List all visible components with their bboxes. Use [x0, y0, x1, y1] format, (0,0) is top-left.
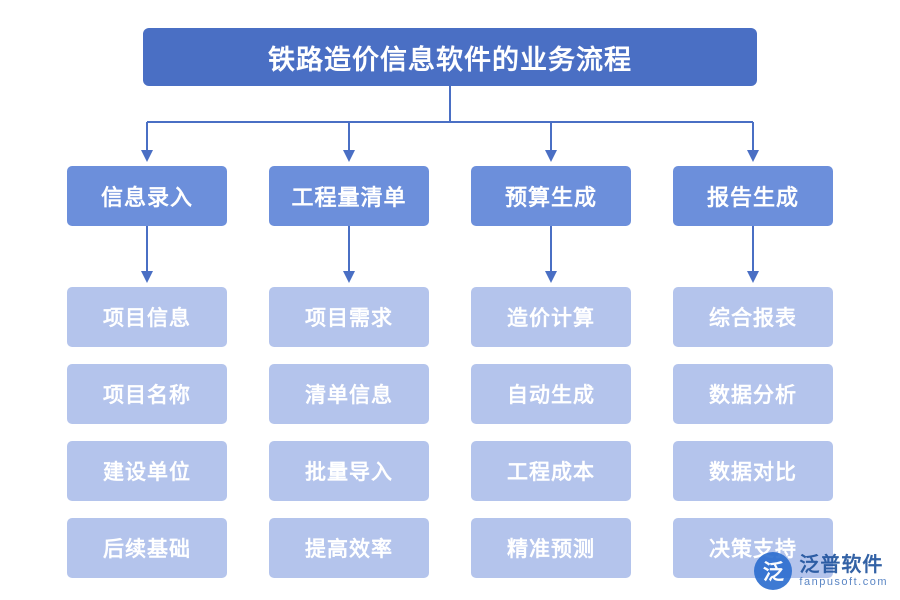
brand-logo-icon: 泛: [754, 552, 793, 590]
leaf-node[interactable]: 综合报表: [673, 287, 833, 347]
brand-name-cn: 泛普软件: [799, 553, 884, 576]
leaf-node[interactable]: 项目名称: [67, 364, 227, 424]
brand-watermark: 泛 泛普软件 fanpusoft.com: [754, 552, 888, 590]
leaf-node[interactable]: 数据分析: [673, 364, 833, 424]
leaf-node[interactable]: 自动生成: [471, 364, 631, 424]
process-node-boq[interactable]: 工程量清单: [269, 166, 429, 226]
leaf-node[interactable]: 数据对比: [673, 441, 833, 501]
diagram-title: 铁路造价信息软件的业务流程: [143, 28, 757, 86]
leaf-node[interactable]: 建设单位: [67, 441, 227, 501]
brand-name-en: fanpusoft.com: [799, 575, 888, 588]
leaf-node[interactable]: 项目信息: [67, 287, 227, 347]
process-node-info-entry[interactable]: 信息录入: [67, 166, 227, 226]
leaf-node[interactable]: 后续基础: [67, 518, 227, 578]
leaf-node[interactable]: 项目需求: [269, 287, 429, 347]
leaf-node[interactable]: 提高效率: [269, 518, 429, 578]
process-node-budget[interactable]: 预算生成: [471, 166, 631, 226]
leaf-node[interactable]: 精准预测: [471, 518, 631, 578]
leaf-node[interactable]: 造价计算: [471, 287, 631, 347]
leaf-node[interactable]: 清单信息: [269, 364, 429, 424]
brand-text: 泛普软件 fanpusoft.com: [799, 554, 888, 588]
leaf-node[interactable]: 批量导入: [269, 441, 429, 501]
leaf-node[interactable]: 工程成本: [471, 441, 631, 501]
process-node-report[interactable]: 报告生成: [673, 166, 833, 226]
